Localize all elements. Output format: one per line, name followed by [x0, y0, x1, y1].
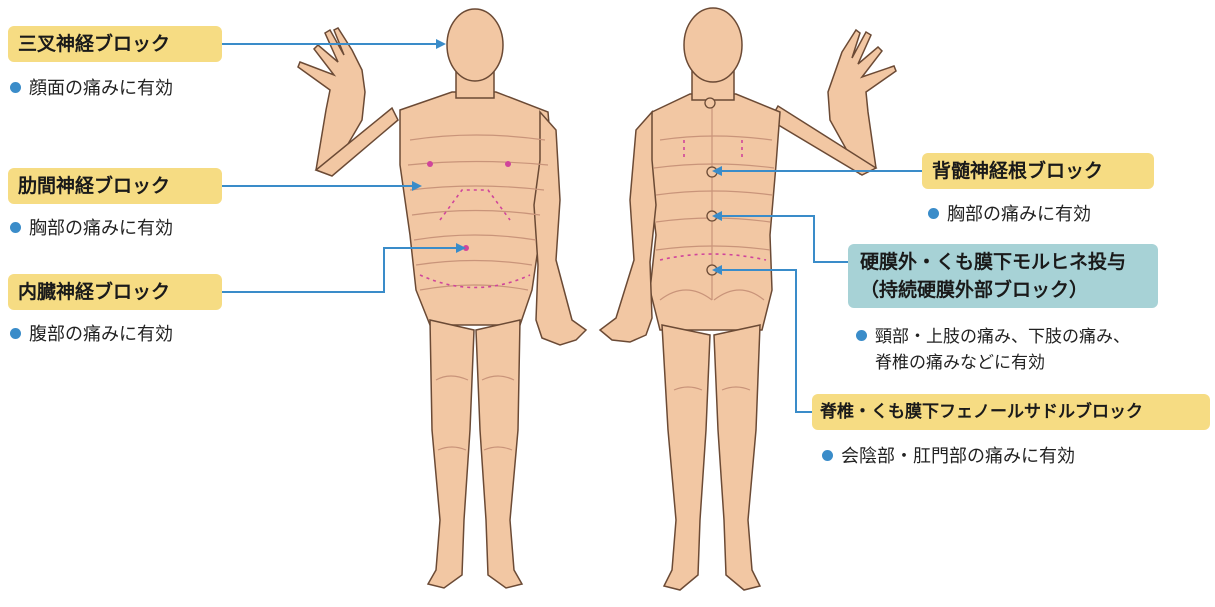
bullet-icon — [822, 450, 833, 461]
saddle-block-label: 脊椎・くも膜下フェノールサドルブロック — [812, 394, 1210, 430]
leader-lines — [222, 44, 922, 412]
trigeminal-effect-note: 顔面の痛みに有効 — [10, 76, 173, 102]
saddle-effect-note: 会陰部・肛門部の痛みに有効 — [822, 444, 1075, 470]
celiac-block-label: 内臓神経ブロック — [8, 274, 222, 310]
bullet-icon — [10, 222, 21, 233]
celiac-effect-note: 腹部の痛みに有効 — [10, 322, 173, 348]
front-body-figure — [298, 9, 586, 588]
epidural-morphine-label: 硬膜外・くも膜下モルヒネ投与 （持続硬膜外部ブロック） — [848, 244, 1158, 308]
spinal-root-effect-note: 胸部の痛みに有効 — [928, 202, 1091, 228]
trigeminal-block-label: 三叉神経ブロック — [8, 26, 222, 62]
epidural-effect-note: 頸部・上肢の痛み、下肢の痛み、 脊椎の痛みなどに有効 — [856, 324, 1130, 376]
bullet-icon — [10, 82, 21, 93]
bullet-icon — [856, 330, 867, 341]
intercostal-block-label: 肋間神経ブロック — [8, 168, 222, 204]
spinal-root-block-label: 背髄神経根ブロック — [922, 153, 1154, 189]
bullet-icon — [928, 208, 939, 219]
bullet-icon — [10, 328, 21, 339]
intercostal-effect-note: 胸部の痛みに有効 — [10, 216, 173, 242]
